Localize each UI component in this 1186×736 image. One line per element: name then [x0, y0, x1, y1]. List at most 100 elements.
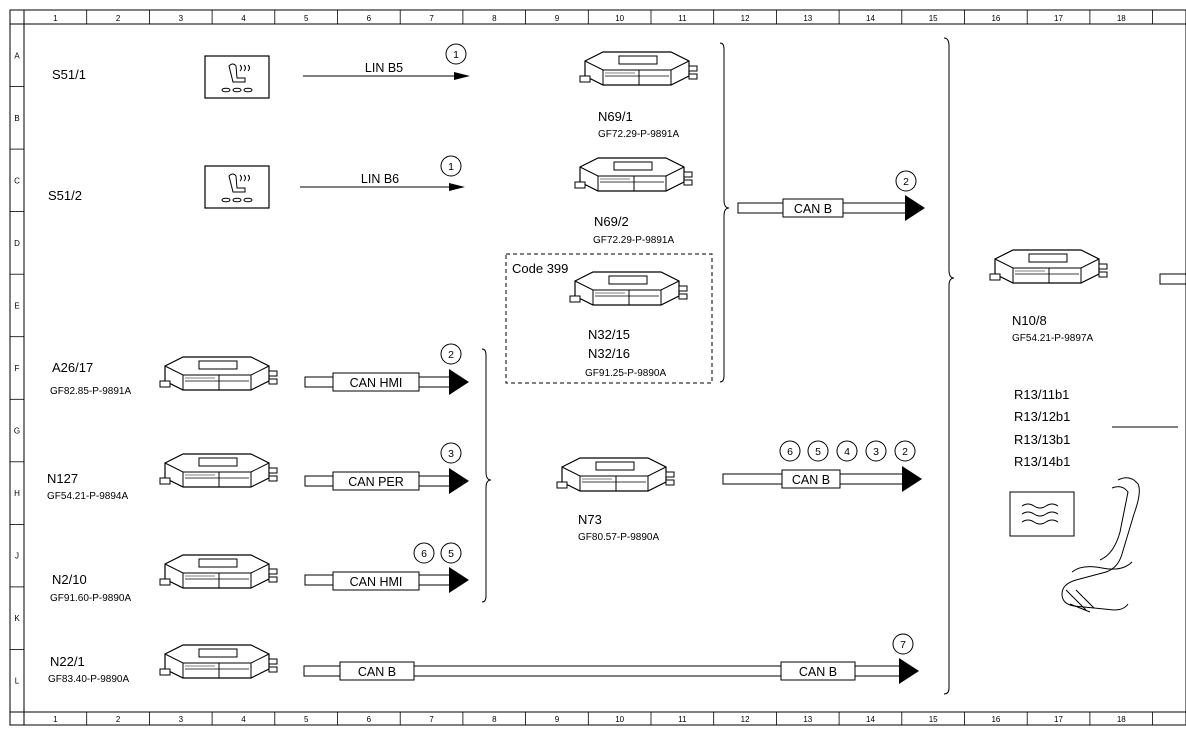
control-unit-icon — [159, 644, 278, 679]
column-number: 17 — [1054, 14, 1063, 23]
column-number: 2 — [116, 715, 121, 724]
reference-number: 2 — [903, 176, 909, 188]
module-code: GF54.21-P-9897A — [1012, 333, 1093, 344]
row-letter: D — [14, 239, 20, 248]
reference-number: 7 — [900, 639, 906, 651]
column-number: 8 — [492, 715, 497, 724]
reference-circle — [895, 170, 917, 192]
switch-s51-2: S51/2 LIN B6 1 — [48, 155, 465, 209]
row-letter: E — [14, 302, 19, 311]
row-letter: C — [14, 176, 20, 185]
bus-label: CAN B — [792, 473, 830, 487]
column-number: 5 — [304, 715, 309, 724]
module-n69-1: N69/1 GF72.29-P-9891A — [579, 51, 698, 140]
switch-label: S51/1 — [52, 67, 86, 82]
module-code: GF82.85-P-9891A — [50, 386, 131, 397]
column-number: 12 — [741, 14, 750, 23]
reference-circle — [836, 440, 858, 462]
column-number: 3 — [179, 715, 184, 724]
control-unit-icon — [159, 554, 278, 589]
switch-label: S51/2 — [48, 188, 82, 203]
seat-heat-switch-icon — [204, 55, 270, 99]
bus-label: CAN B — [358, 665, 396, 679]
control-unit-icon — [989, 249, 1108, 284]
reference-circle — [892, 633, 914, 655]
module-code: GF72.29-P-9891A — [593, 235, 674, 246]
column-number: 18 — [1117, 715, 1126, 724]
column-number: 17 — [1054, 715, 1063, 724]
module-label: N32/16 — [588, 346, 630, 361]
reference-circle — [440, 542, 462, 564]
module-code: GF80.57-P-9890A — [578, 532, 659, 543]
module-label: N32/15 — [588, 327, 630, 342]
reference-circle — [440, 442, 462, 464]
column-number: 13 — [803, 14, 812, 23]
column-number: 15 — [929, 14, 938, 23]
grid-frame — [9, 9, 1186, 726]
column-number: 11 — [678, 715, 687, 724]
lower-left-brace — [481, 348, 492, 603]
column-number: 5 — [304, 14, 309, 23]
row-letter: L — [15, 677, 20, 686]
seat-icon — [1061, 477, 1140, 613]
column-number: 6 — [367, 715, 372, 724]
reference-number: 3 — [448, 448, 454, 460]
column-number: 16 — [991, 715, 1000, 724]
module-code: GF72.29-P-9891A — [598, 129, 679, 140]
reference-circle — [445, 43, 467, 65]
heater-element-icon — [1009, 491, 1075, 537]
column-number: 9 — [555, 14, 560, 23]
reference-number: 6 — [421, 548, 427, 560]
control-unit-icon — [159, 453, 278, 488]
module-n73: N73 GF80.57-P-9890A CAN B 6 5 4 3 2 — [556, 440, 922, 543]
module-n10-8: N10/8 GF54.21-P-9897A — [989, 249, 1186, 344]
reference-circle — [807, 440, 829, 462]
row-letter: A — [14, 51, 20, 60]
bus-label: LIN B5 — [365, 61, 403, 75]
reference-circle — [440, 155, 462, 177]
reference-circle — [440, 343, 462, 365]
reference-number: 6 — [787, 446, 793, 458]
bus-label: CAN HMI — [350, 575, 403, 589]
row-letter: F — [15, 364, 20, 373]
module-group-code-399: Code 399 N32/15 N32/16 GF91.25-P-9890A — [505, 253, 713, 384]
seat-heater-group: R13/11b1 R13/12b1 R13/13b1 R13/14b1 — [1009, 387, 1178, 613]
seat-heater-label: R13/13b1 — [1014, 432, 1070, 447]
column-number: 7 — [429, 715, 434, 724]
module-n22-1: N22/1 GF83.40-P-9890A CAN B CAN B 7 — [48, 633, 919, 685]
column-number: 11 — [678, 14, 687, 23]
module-n2-10: N2/10 GF91.60-P-9890A CAN HMI 6 5 — [50, 542, 469, 604]
column-number: 6 — [367, 14, 372, 23]
module-n127: N127 GF54.21-P-9894A CAN PER 3 — [47, 442, 469, 502]
module-a26-17: A26/17 GF82.85-P-9891A CAN HMI 2 — [50, 343, 469, 397]
column-number: 12 — [741, 715, 750, 724]
reference-circle — [779, 440, 801, 462]
module-label: N22/1 — [50, 654, 85, 669]
module-label: N69/1 — [598, 109, 633, 124]
control-unit-icon — [579, 51, 698, 86]
module-code: GF54.21-P-9894A — [47, 491, 128, 502]
seat-heater-label: R13/14b1 — [1014, 454, 1070, 469]
reference-number: 3 — [873, 446, 879, 458]
column-number: 14 — [866, 715, 875, 724]
control-unit-icon — [569, 271, 688, 306]
upper-bus-group: CAN B 2 — [719, 42, 925, 383]
reference-number: 2 — [448, 349, 454, 361]
control-unit-icon — [556, 457, 675, 492]
row-letter: G — [14, 427, 20, 436]
seat-heater-label: R13/12b1 — [1014, 409, 1070, 424]
column-number: 18 — [1117, 14, 1126, 23]
module-label: N73 — [578, 512, 602, 527]
column-number: 8 — [492, 14, 497, 23]
row-letter: K — [14, 614, 20, 623]
column-number: 1 — [53, 715, 58, 724]
seat-heater-label: R13/11b1 — [1014, 387, 1069, 402]
column-number: 14 — [866, 14, 875, 23]
module-code: GF91.60-P-9890A — [50, 593, 131, 604]
column-number: 10 — [615, 715, 624, 724]
seat-heat-switch-icon — [204, 165, 270, 209]
group-label: Code 399 — [512, 261, 568, 276]
